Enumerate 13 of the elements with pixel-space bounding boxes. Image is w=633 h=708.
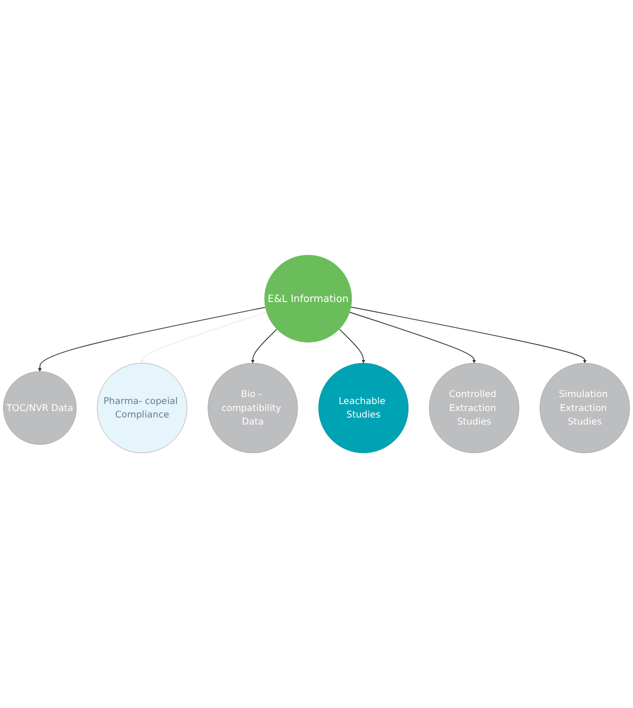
arrow [338,328,366,364]
node-circle: Controlled Extraction Studies [429,362,520,454]
node-circle: TOC/NVR Data [3,371,77,445]
arrow [38,306,266,372]
arrow [349,312,476,364]
arrow [140,312,268,364]
node-circle: E&L Information [264,254,352,342]
node-circle: Pharma- copeial Compliance [97,362,188,454]
arrow [250,328,278,364]
node-circle: Simulation Extraction Studies [540,362,630,454]
node-circle: Leachable Studies [318,362,409,454]
node-circle: Bio - compatibility Data [208,362,298,454]
arrow [350,306,587,364]
